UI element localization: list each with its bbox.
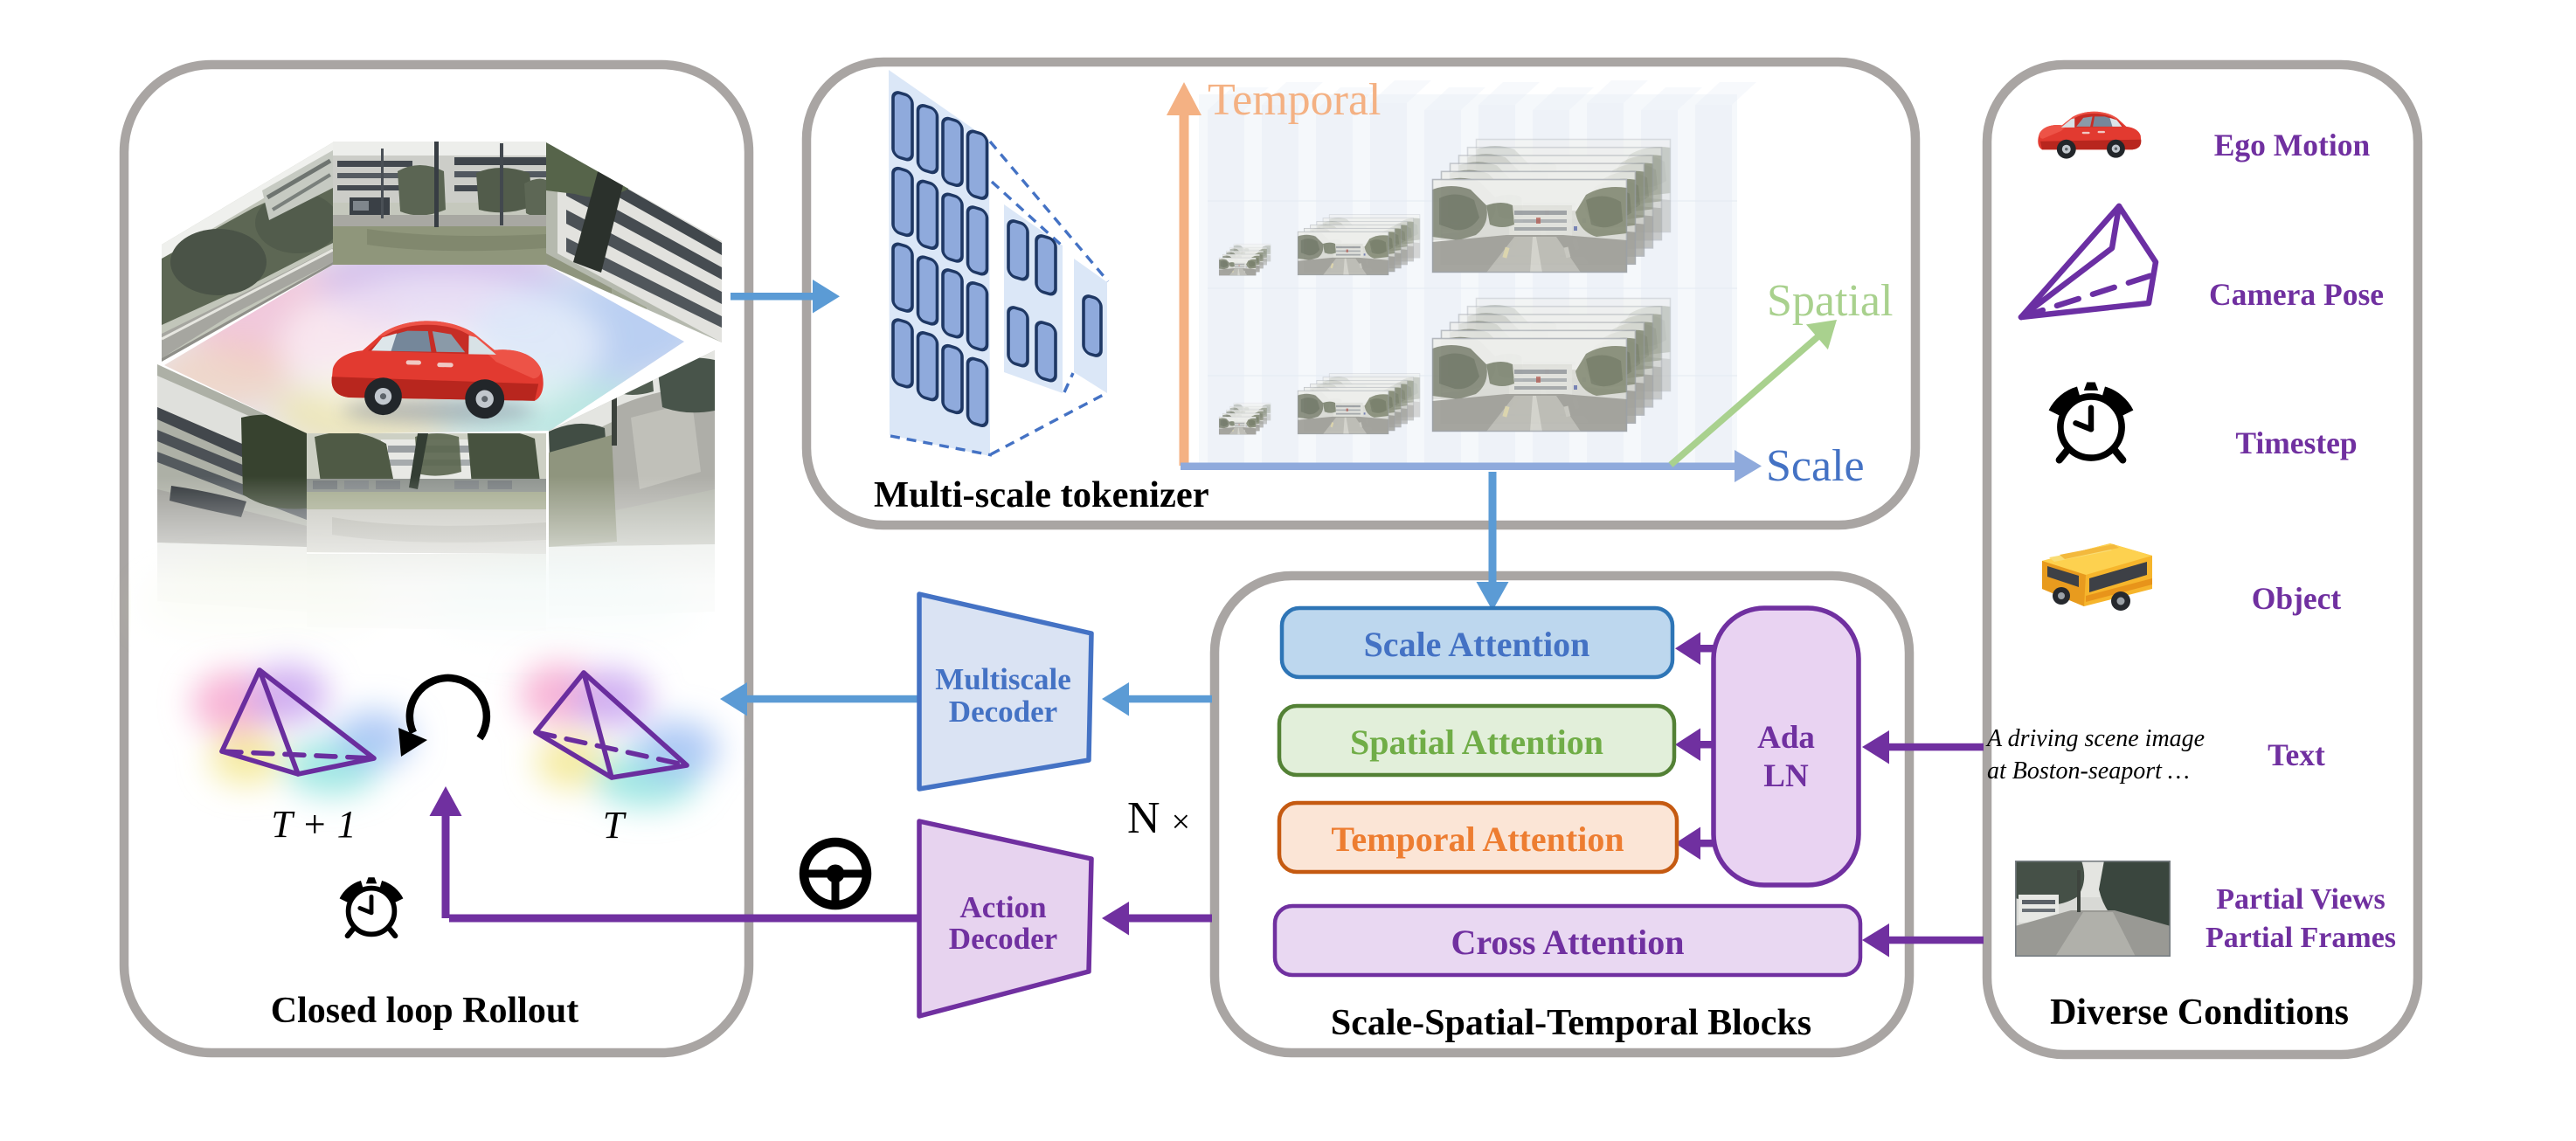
- svg-text:Closed loop Rollout: Closed loop Rollout: [271, 991, 578, 1031]
- svg-text:Partial Views: Partial Views: [2216, 883, 2386, 916]
- svg-text:Multiscale: Multiscale: [935, 662, 1071, 696]
- svg-text:N ×: N ×: [1127, 793, 1190, 843]
- svg-text:Spatial: Spatial: [1767, 276, 1893, 326]
- svg-text:Decoder: Decoder: [949, 695, 1057, 729]
- svg-text:Cross Attention: Cross Attention: [1451, 923, 1684, 962]
- svg-text:Spatial Attention: Spatial Attention: [1350, 723, 1603, 762]
- svg-text:Scale-Spatial-Temporal Blocks: Scale-Spatial-Temporal Blocks: [1331, 1003, 1811, 1043]
- svg-text:Scale Attention: Scale Attention: [1364, 625, 1590, 664]
- svg-text:Text: Text: [2268, 737, 2325, 772]
- svg-text:Temporal: Temporal: [1208, 75, 1381, 125]
- svg-text:T: T: [603, 804, 627, 847]
- svg-text:Camera Pose: Camera Pose: [2209, 277, 2384, 312]
- svg-text:Ada: Ada: [1757, 720, 1815, 756]
- svg-text:Ego Motion: Ego Motion: [2214, 128, 2371, 163]
- svg-text:Timestep: Timestep: [2235, 425, 2357, 460]
- svg-text:Scale: Scale: [1766, 441, 1865, 491]
- svg-text:A driving scene image: A driving scene image: [1985, 725, 2205, 752]
- svg-text:Multi-scale tokenizer: Multi-scale tokenizer: [874, 474, 1209, 515]
- svg-text:LN: LN: [1763, 758, 1809, 794]
- svg-text:Temporal Attention: Temporal Attention: [1331, 819, 1624, 859]
- svg-text:Object: Object: [2252, 581, 2342, 616]
- svg-text:T + 1: T + 1: [271, 803, 356, 846]
- svg-text:Action: Action: [959, 890, 1046, 924]
- svg-text:Partial Frames: Partial Frames: [2206, 922, 2396, 954]
- svg-text:at Boston-seaport …: at Boston-seaport …: [1987, 757, 2190, 785]
- svg-text:Decoder: Decoder: [949, 922, 1057, 956]
- svg-text:Diverse Conditions: Diverse Conditions: [2050, 992, 2349, 1033]
